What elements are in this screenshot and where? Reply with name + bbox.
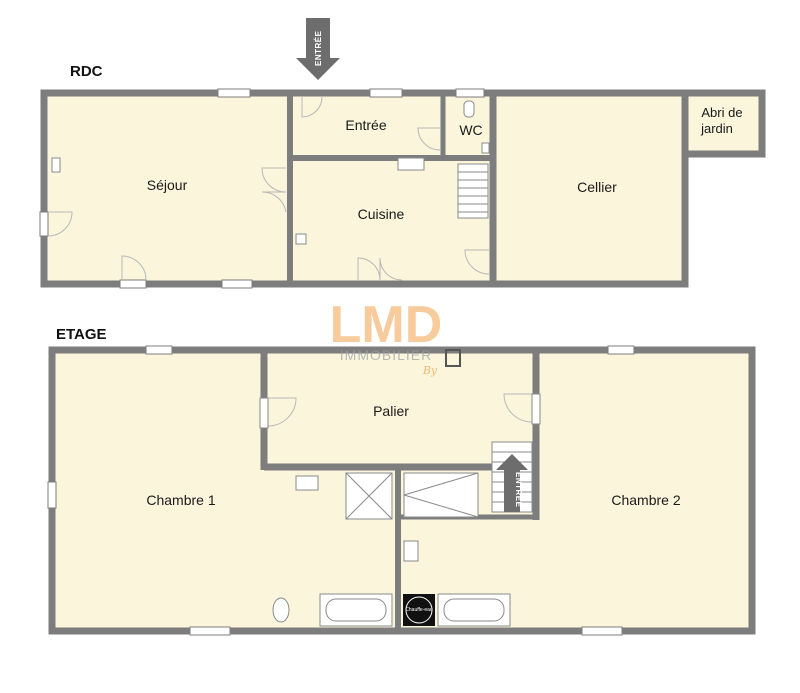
window — [221, 279, 253, 289]
floor-label-etage: ETAGE — [56, 326, 107, 343]
ground-outer-wall — [40, 89, 689, 288]
door-leaf — [259, 397, 269, 429]
room-label-sejour: Séjour — [147, 177, 188, 193]
room-label-entree: Entrée — [345, 117, 386, 133]
room-label-palier: Palier — [373, 403, 409, 419]
sink-icon — [403, 540, 419, 562]
room-label-abri-line2: jardin — [700, 121, 733, 136]
door-swing — [503, 393, 533, 423]
watermark-by: By — [422, 364, 438, 377]
radiator-icon — [51, 157, 61, 173]
stairs-entry-arrow-icon: ENTRÉE — [496, 454, 528, 512]
room-label-chambre2: Chambre 2 — [611, 492, 680, 508]
shower-icon — [403, 472, 479, 518]
room-label-cuisine: Cuisine — [358, 206, 405, 222]
window — [455, 88, 485, 98]
floor-label-rdc: RDC — [70, 63, 103, 80]
sink-icon — [397, 157, 425, 171]
window — [217, 88, 251, 98]
abri-wall — [681, 89, 766, 158]
water-heater-label: Chauffe-eau — [405, 607, 433, 613]
room-label-chambre1: Chambre 1 — [146, 492, 215, 508]
door-swing — [464, 249, 490, 275]
entry-arrow-label: ENTRÉE — [314, 30, 323, 66]
watermark-brand: LMD — [330, 296, 443, 354]
toilet-icon — [272, 597, 290, 623]
staircase — [457, 163, 489, 219]
room-label-wc: WC — [459, 122, 482, 138]
window — [39, 211, 49, 237]
room-label-abri-line1: Abri de — [701, 105, 742, 120]
door-leaf — [531, 393, 541, 425]
window — [47, 481, 57, 509]
entry-arrow-icon: ENTRÉE — [296, 18, 340, 80]
toilet-icon — [463, 100, 475, 118]
window — [189, 626, 231, 636]
abri-floor-fill — [685, 93, 762, 154]
window — [581, 626, 623, 636]
upper-floor-fill — [52, 350, 752, 631]
stairs-entry-arrow-label: ENTRÉE — [514, 472, 523, 508]
bathtub-icon — [437, 593, 511, 627]
door-swing — [47, 211, 73, 237]
door-swing — [121, 255, 147, 281]
window — [369, 88, 403, 98]
upper-floor: ENTRÉE Chauffe- — [47, 326, 756, 636]
watermark-logo: LMD IMMOBILIER By — [330, 296, 461, 377]
door-swing — [301, 96, 323, 118]
ground-floor-fill — [44, 93, 685, 284]
window — [607, 345, 635, 355]
bathtub-icon — [319, 593, 393, 627]
door-swing — [267, 397, 297, 427]
ground-floor: RDC Séjour Entrée WC Cuisine Cellier Abr… — [39, 18, 766, 289]
door-swing — [261, 191, 287, 213]
outlet-icon — [295, 233, 307, 245]
door-swing — [417, 127, 441, 151]
room-label-cellier: Cellier — [577, 179, 617, 195]
door-swing — [379, 257, 403, 281]
window — [145, 345, 173, 355]
window — [119, 279, 147, 289]
meter-icon — [481, 142, 490, 154]
sink-icon — [295, 475, 319, 491]
watermark-tagline: IMMOBILIER — [340, 347, 432, 363]
shower-icon — [345, 472, 393, 520]
water-heater-icon: Chauffe-eau — [403, 594, 435, 626]
watermark-emblem-icon — [445, 349, 461, 367]
